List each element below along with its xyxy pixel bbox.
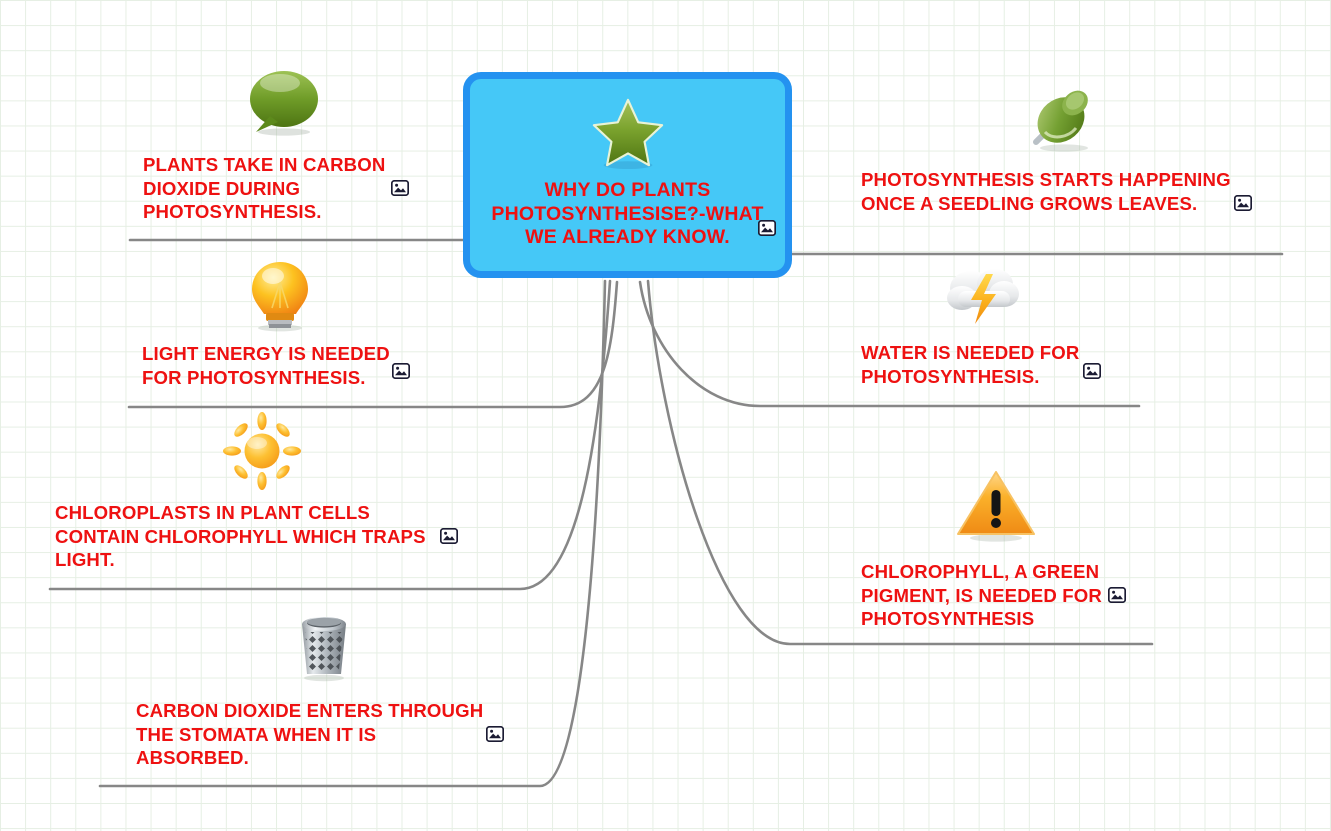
- trash-can-icon: [302, 617, 346, 682]
- image-placeholder-icon[interactable]: [440, 528, 458, 544]
- sun-icon: [223, 412, 301, 490]
- branch-label: PLANTS TAKE IN CARBON DIOXIDE DURING PHO…: [143, 154, 386, 223]
- star-icon: [592, 98, 663, 170]
- image-placeholder-icon[interactable]: [486, 726, 504, 742]
- image-placeholder-icon[interactable]: [758, 220, 776, 236]
- speech-bubble-icon: [250, 71, 318, 136]
- image-placeholder-icon[interactable]: [392, 363, 410, 379]
- branch-label: PHOTOSYNTHESIS STARTS HAPPENING ONCE A S…: [861, 169, 1231, 214]
- image-placeholder-icon[interactable]: [391, 180, 409, 196]
- image-placeholder-icon[interactable]: [1108, 587, 1126, 603]
- branch-label: CHLOROPLASTS IN PLANT CELLS CONTAIN CHLO…: [55, 502, 426, 571]
- image-placeholder-icon[interactable]: [1083, 363, 1101, 379]
- branch-label: WATER IS NEEDED FOR PHOTOSYNTHESIS.: [861, 342, 1080, 387]
- branch-label: CHLOROPHYLL, A GREEN PIGMENT, IS NEEDED …: [861, 561, 1102, 630]
- central-topic-node[interactable]: WHY DO PLANTS PHOTOSYNTHESISE?-WHAT WE A…: [463, 72, 792, 278]
- branch-label: CARBON DIOXIDE ENTERS THROUGH THE STOMAT…: [136, 700, 484, 769]
- light-bulb-icon: [252, 262, 308, 332]
- push-pin-icon: [1033, 90, 1088, 152]
- central-topic-title: WHY DO PLANTS PHOTOSYNTHESISE?-WHAT WE A…: [491, 179, 764, 248]
- warning-triangle-icon: [957, 471, 1035, 542]
- storm-cloud-icon: [947, 269, 1019, 324]
- image-placeholder-icon[interactable]: [1234, 195, 1252, 211]
- branch-label: LIGHT ENERGY IS NEEDED FOR PHOTOSYNTHESI…: [142, 343, 390, 388]
